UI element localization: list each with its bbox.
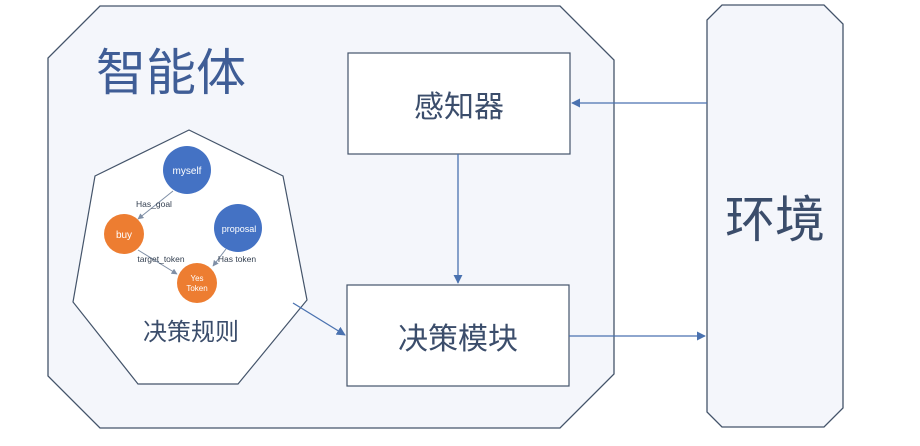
node-myself-label: myself <box>173 166 202 177</box>
arrow-rules-to-decision <box>292 302 346 336</box>
sensor-box <box>347 52 571 155</box>
edge-proposal-to-yes-token <box>212 248 227 267</box>
node-proposal <box>214 204 262 252</box>
edge-myself-to-buy <box>137 190 174 220</box>
decision-module-box <box>346 284 570 387</box>
rules-heptagon <box>72 129 308 385</box>
node-buy <box>104 214 144 254</box>
edge-buy-to-yes-token <box>137 249 178 275</box>
node-yes-token <box>177 263 217 303</box>
edge-label-target-token: target_token <box>137 254 185 264</box>
node-proposal-label: proposal <box>222 224 257 234</box>
node-yes-token-label-line2: Token <box>186 284 207 293</box>
edge-label-has-goal: Has_goal <box>136 199 172 209</box>
node-buy-label: buy <box>116 230 132 241</box>
node-myself <box>163 146 211 194</box>
agent-title: 智能体 <box>96 44 246 102</box>
decision-module-label: 决策模块 <box>398 322 518 357</box>
node-yes-token-label-line1: Yes <box>190 274 203 283</box>
rules-label: 决策规则 <box>143 318 239 346</box>
sensor-label: 感知器 <box>414 90 504 125</box>
edge-label-has-token: Has token <box>218 254 257 264</box>
environment-label: 环境 <box>725 191 825 249</box>
environment-frame <box>706 4 844 428</box>
